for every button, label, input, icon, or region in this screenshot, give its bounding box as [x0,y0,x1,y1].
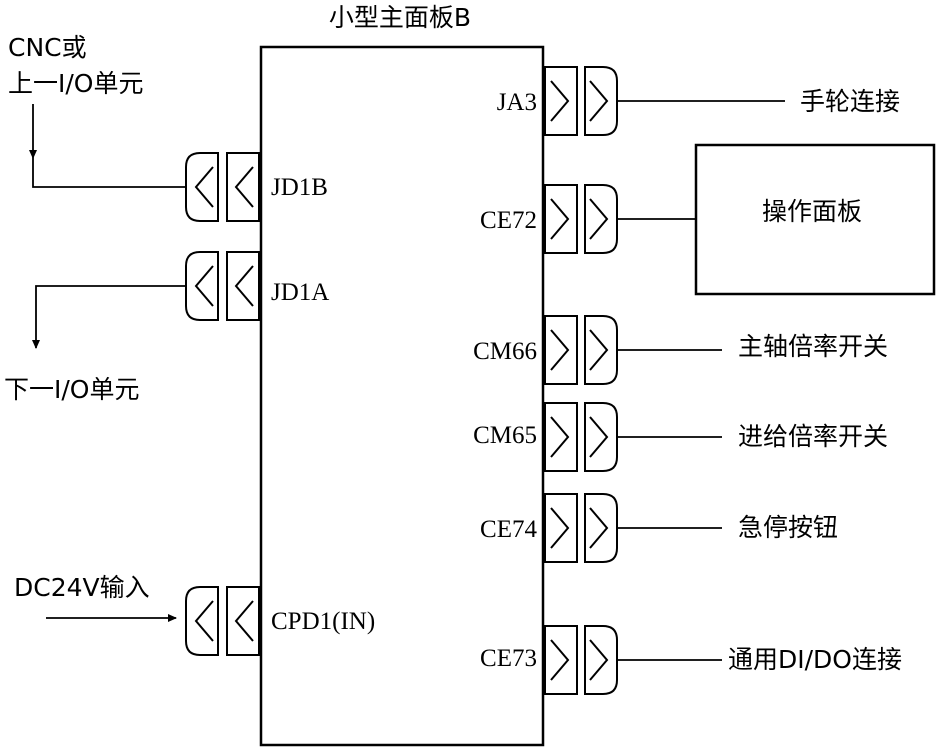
upstream-label-line1: CNC或 [8,33,87,62]
target-cm65: 进给倍率开关 [738,422,888,451]
jd1a-wire [32,285,186,349]
ce73-connector [544,625,618,695]
target-ja3: 手轮连接 [800,87,900,116]
jd1a-connector [185,251,260,321]
jd1b-wire [32,158,186,188]
port-ja3-label: JA3 [497,89,537,116]
operator-panel-box [694,143,936,296]
target-ce74: 急停按钮 [738,513,838,542]
upstream-label-line2: 上一I/O单元 [8,69,143,98]
port-ce73-label: CE73 [480,645,537,672]
port-ce74-label: CE74 [480,516,537,543]
port-cm65-label: CM65 [473,422,537,449]
main-board [259,45,545,747]
cpd1-connector [185,586,260,656]
jd1b-connector [185,152,260,222]
port-jd1b-label: JD1B [271,174,328,201]
port-cpd1-label: CPD1(IN) [271,608,375,635]
ce72-connector [544,184,618,254]
port-jd1a-label: JD1A [271,279,329,306]
target-cm66: 主轴倍率开关 [738,332,888,361]
ja3-connector [544,66,618,136]
target-ce73: 通用DI/DO连接 [728,645,902,674]
power-label: DC24V输入 [14,573,150,602]
target-ce72: 操作面板 [762,197,862,226]
downstream-label: 下一I/O单元 [4,375,139,404]
cm66-connector [544,315,618,385]
port-cm66-label: CM66 [473,338,537,365]
ce74-connector [544,493,618,563]
port-ce72-label: CE72 [480,207,537,234]
board-title: 小型主面板B [329,3,471,32]
cm65-connector [544,402,618,472]
